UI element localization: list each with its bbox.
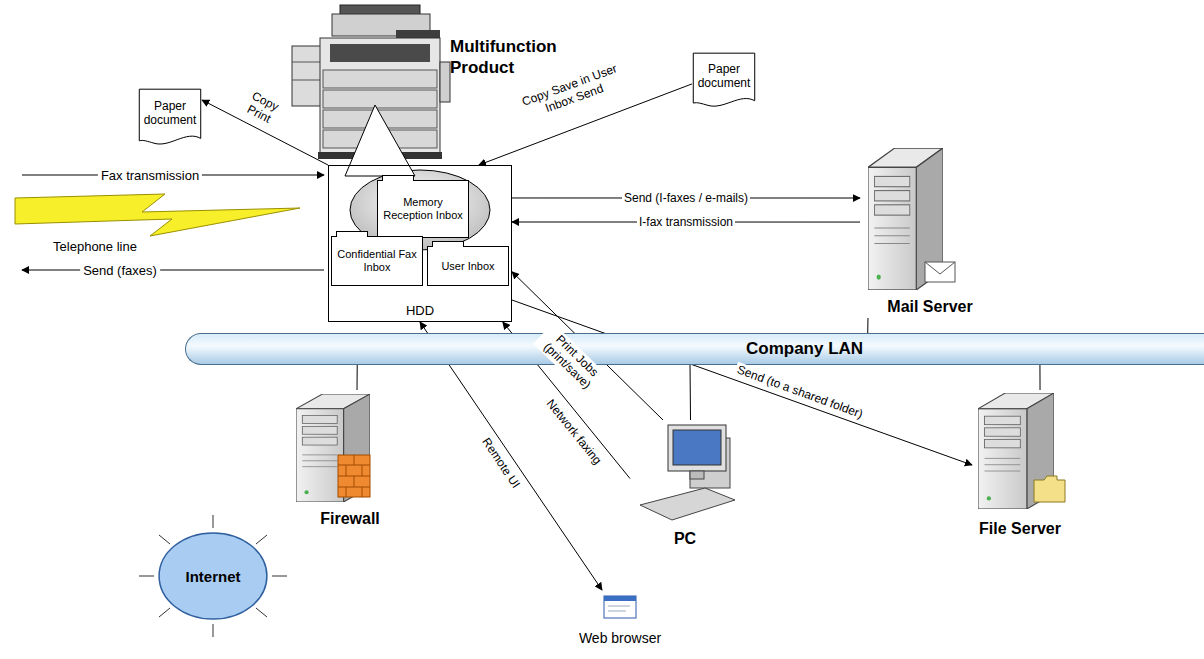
envelope-icon (925, 262, 955, 282)
node-label: Mail Server (887, 298, 972, 316)
paper-document: Paper document (138, 88, 202, 148)
connector-label: I-fax transmission (637, 215, 735, 229)
browser-node: Web browser (570, 590, 670, 646)
server-node: Mail Server (860, 140, 1000, 318)
connector (1039, 365, 1040, 390)
lan-band: Company LAN (185, 333, 1204, 365)
hdd-box: HDD Memory Reception InboxConfidential Fa… (328, 165, 512, 322)
document-outline (693, 53, 754, 106)
connector (867, 318, 868, 333)
connector (357, 365, 358, 390)
node-label: Memory Reception Inbox (381, 196, 465, 221)
internet-rays (139, 515, 287, 637)
document-outline (139, 89, 200, 144)
connector-label: Print Jobs (print/save) (533, 323, 611, 399)
node-label: Multifunction Product (450, 36, 600, 79)
connector (690, 365, 691, 420)
firewall-node: Firewall (300, 390, 400, 530)
node-label: Confidential Fax Inbox (335, 248, 419, 273)
inbox-folder: Memory Reception Inbox (377, 180, 469, 238)
node-label: Internet (185, 568, 240, 585)
hdd-ground (328, 165, 512, 322)
connector-label: Copy Save in User Inbox Send (513, 59, 632, 126)
node-label: Company LAN (746, 339, 863, 359)
pc-icon (640, 425, 735, 520)
node-label: PC (674, 530, 696, 548)
node-label: User Inbox (441, 260, 494, 273)
node-label: HDD (406, 303, 434, 318)
connector-label: Send (I-faxes / e-mails) (622, 191, 750, 205)
paper-document: Paper document (692, 52, 756, 110)
line-label: Telephone line (50, 239, 140, 254)
inbox-folder: User Inbox (427, 246, 509, 286)
folder-tab (382, 175, 414, 181)
node-label: Firewall (320, 510, 380, 528)
firewall-brick (338, 455, 370, 497)
ellipse-outline (159, 533, 267, 619)
folder-tab (336, 231, 368, 237)
server-icon (296, 394, 370, 502)
telephone-bolt (15, 194, 300, 236)
pc-node: PC (630, 420, 740, 550)
connector-label: Network faxing (542, 395, 606, 469)
inbox-folder: Confidential Fax Inbox (331, 236, 423, 286)
connector-label: Copy Print (236, 85, 288, 131)
server-node: File Server (960, 390, 1080, 540)
node-label: Paper document (696, 62, 752, 91)
node-label: Paper document (142, 99, 198, 128)
node-label: Web browser (579, 630, 661, 646)
browser-icon (604, 596, 636, 618)
folder-icon (1034, 476, 1065, 502)
connector-label: Send (to a shared folder) (733, 362, 866, 422)
device-heading: Multifunction Product (450, 36, 600, 79)
line-label: Fax transmission (98, 168, 202, 183)
connector-label: Remote UI (478, 434, 524, 493)
folder-tab (432, 241, 464, 247)
node-label: File Server (979, 520, 1061, 538)
internet-cloud: Internet (158, 532, 268, 620)
fax-arrow (22, 270, 324, 271)
line-label: Send (faxes) (80, 263, 160, 278)
